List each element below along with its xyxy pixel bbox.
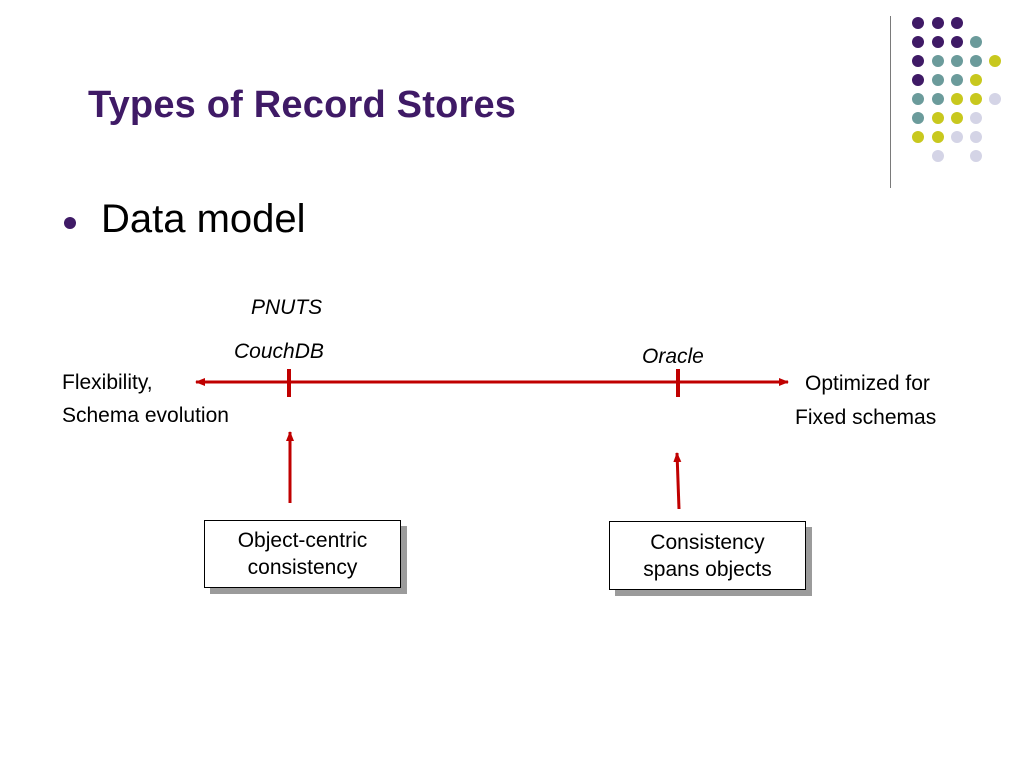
vertical-divider bbox=[890, 16, 891, 188]
object-centric-consistency-box: Object-centric consistency bbox=[204, 520, 401, 588]
left-end-label-line2: Schema evolution bbox=[62, 404, 229, 427]
right-box-line1: Consistency bbox=[650, 530, 765, 554]
right-end-label-line2: Fixed schemas bbox=[795, 406, 937, 429]
right-pointer-arrow bbox=[673, 452, 682, 510]
left-box-line2: consistency bbox=[247, 556, 358, 579]
pnuts-label: PNUTS bbox=[251, 296, 323, 319]
oracle-label: Oracle bbox=[642, 345, 704, 368]
left-end-label-line1: Flexibility, bbox=[62, 371, 153, 394]
right-box-line2: spans objects bbox=[643, 557, 772, 581]
consistency-spans-objects-box: Consistency spans objects bbox=[609, 521, 806, 590]
slide-title: Types of Record Stores bbox=[88, 84, 517, 126]
bullet-text: Data model bbox=[101, 197, 306, 241]
couchdb-label: CouchDB bbox=[234, 340, 324, 363]
left-box-line1: Object-centric bbox=[237, 529, 368, 552]
right-end-label-line1: Optimized for bbox=[805, 372, 930, 395]
bullet-dot bbox=[64, 217, 76, 229]
